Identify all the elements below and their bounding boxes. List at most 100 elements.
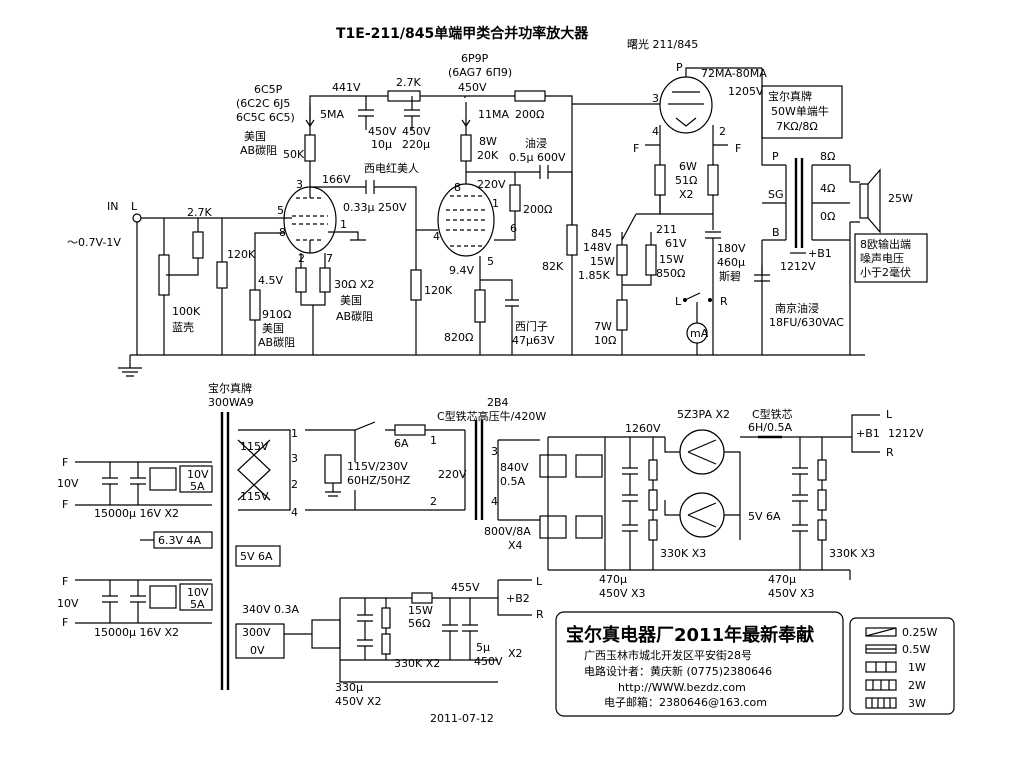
fil1-rails	[75, 461, 212, 506]
hv-winding-box	[235, 623, 285, 659]
mains-pin2: 2	[430, 495, 437, 508]
b2-label: +B2	[506, 592, 530, 605]
fuse-label: 6A	[394, 437, 409, 450]
stage1-tube-label: 6C5P	[254, 83, 283, 96]
b2-voltage: 455V	[451, 581, 480, 594]
power-tube-current: 72MA-80MA	[701, 67, 767, 80]
filament-selector-switch	[621, 213, 652, 245]
hv-secondary	[497, 439, 540, 521]
filament-r3: X2	[679, 188, 694, 201]
supply-cap1	[358, 96, 374, 130]
stage1-plate-note1: 美国	[244, 130, 266, 143]
footer-company: 宝尔真电器厂2011年最新奉献	[566, 624, 814, 646]
stage1-tube-alt2: 6C5C 6C5)	[236, 111, 295, 124]
output-cap	[754, 265, 770, 282]
fil1-F-bottom: F	[62, 498, 68, 511]
stage2-cap: 47μ63V	[512, 334, 555, 347]
input-wire	[136, 217, 285, 355]
stage1-cathode-note2: AB碳阻	[258, 335, 295, 349]
mains-socket	[324, 454, 342, 484]
input-pot-wires	[163, 218, 172, 355]
supply-top-r: 2.7K	[396, 76, 421, 89]
b2-cap-a: 5μ	[476, 641, 490, 654]
output-speaker-wire	[849, 165, 860, 240]
choke-label: C型铁芯	[752, 407, 793, 421]
output-transformer-primary	[761, 165, 787, 355]
hv-diodes-n: X4	[508, 539, 523, 552]
coupling2-value: 0.5μ 600V	[509, 151, 566, 164]
footer-email: 电子邮箱：2380646@163.com	[604, 695, 767, 709]
hv-r1: 330K X3	[660, 547, 706, 560]
primary-115-b: 115V	[240, 490, 269, 503]
hv-bleeder-2a	[817, 459, 827, 481]
stage2-plate-resistor	[460, 134, 472, 162]
hv-r2: 330K X3	[829, 547, 875, 560]
stage1-plate-v: 166V	[322, 173, 351, 186]
mains-wiring	[305, 421, 465, 511]
legend-sym-025-mark	[865, 627, 897, 637]
b1-R: R	[886, 446, 894, 459]
stage1-tube-alt1: (6C2C 6J5	[236, 97, 290, 110]
rect-tube-2	[679, 492, 725, 538]
output-cap-brand: 南京油浸	[775, 301, 819, 315]
fil2-caps	[102, 580, 146, 623]
b2-bleeder-a	[381, 607, 391, 629]
hv-caps-2	[792, 437, 808, 570]
footer-address: 广西玉林市城北开发区平安街28号	[584, 648, 752, 662]
filament-meter-L: L	[675, 295, 682, 308]
fuse	[394, 424, 426, 436]
hv-bleeder-2c	[817, 519, 827, 541]
b2-cap-b: 450V	[474, 655, 503, 668]
b2-bleeder-b	[381, 633, 391, 655]
hv-diode-2	[575, 454, 603, 478]
output-transformer-B: B	[772, 226, 780, 239]
supply-top-current: 11MA	[478, 108, 509, 121]
filament-meter-label: mA	[690, 327, 709, 340]
noise-note2: 噪声电压	[860, 251, 904, 265]
filament-bus	[636, 195, 714, 215]
fil1-winding-box	[179, 465, 213, 493]
input-channel: L	[131, 200, 138, 213]
output-tap-0: 0Ω	[820, 210, 835, 223]
supply-cap1-b: 10μ	[371, 138, 392, 151]
fil1-caps	[102, 462, 146, 505]
choke-spec: 6H/0.5A	[748, 421, 792, 434]
output-transformer-spec: 50W单端牛	[771, 104, 829, 118]
filament-cap-note: 斯碧	[719, 270, 741, 283]
stage1-cathode-r: 910Ω	[262, 308, 291, 321]
b2-r: 15W	[408, 604, 433, 617]
input-resistor-2k7	[192, 231, 204, 259]
noise-note3: 小于2毫伏	[860, 265, 911, 279]
filament-cap-b: 460μ	[717, 256, 745, 269]
fil1-cur: 5A	[190, 480, 205, 493]
stage1-current-arrow	[305, 105, 315, 128]
b2-cap330-b: 450V X2	[335, 695, 382, 708]
legend-025: 0.25W	[902, 626, 937, 639]
supply-cap2-a: 450V	[402, 125, 431, 138]
fil2-label: 10V	[187, 586, 209, 599]
output-power: 25W	[888, 192, 913, 205]
b2-caps-5u	[442, 598, 478, 660]
filament-sel-845: 845	[591, 227, 612, 240]
power-transformer-brand: 宝尔真牌	[208, 381, 252, 395]
stage2-grid-r: 120K	[424, 284, 453, 297]
b2-rails	[284, 597, 498, 661]
stage1-current: 5MA	[320, 108, 344, 121]
hv-bleeder-2b	[817, 489, 827, 511]
legend-2: 2W	[908, 679, 926, 692]
output-tap-4: 4Ω	[820, 182, 835, 195]
supply-cap2-b: 220μ	[402, 138, 430, 151]
power-tube-electrodes	[668, 91, 704, 127]
primary-pin1: 1	[291, 427, 298, 440]
stage2-pin4: 4	[433, 230, 440, 243]
filament-resistor-a	[654, 164, 666, 196]
stage1-cathode-v: 4.5V	[258, 274, 283, 287]
filament-meter-node-r	[708, 298, 712, 302]
rect-tube-label: 5Z3PA X2	[677, 408, 730, 421]
b1-label: +B1	[856, 427, 880, 440]
hv-diodes: 800V/8A	[484, 525, 531, 538]
output-tap-8: 8Ω	[820, 150, 835, 163]
filament-r845b: 1.85K	[578, 269, 610, 282]
rect-tube-wires	[664, 437, 741, 540]
supply-top-resistor2	[514, 90, 546, 102]
